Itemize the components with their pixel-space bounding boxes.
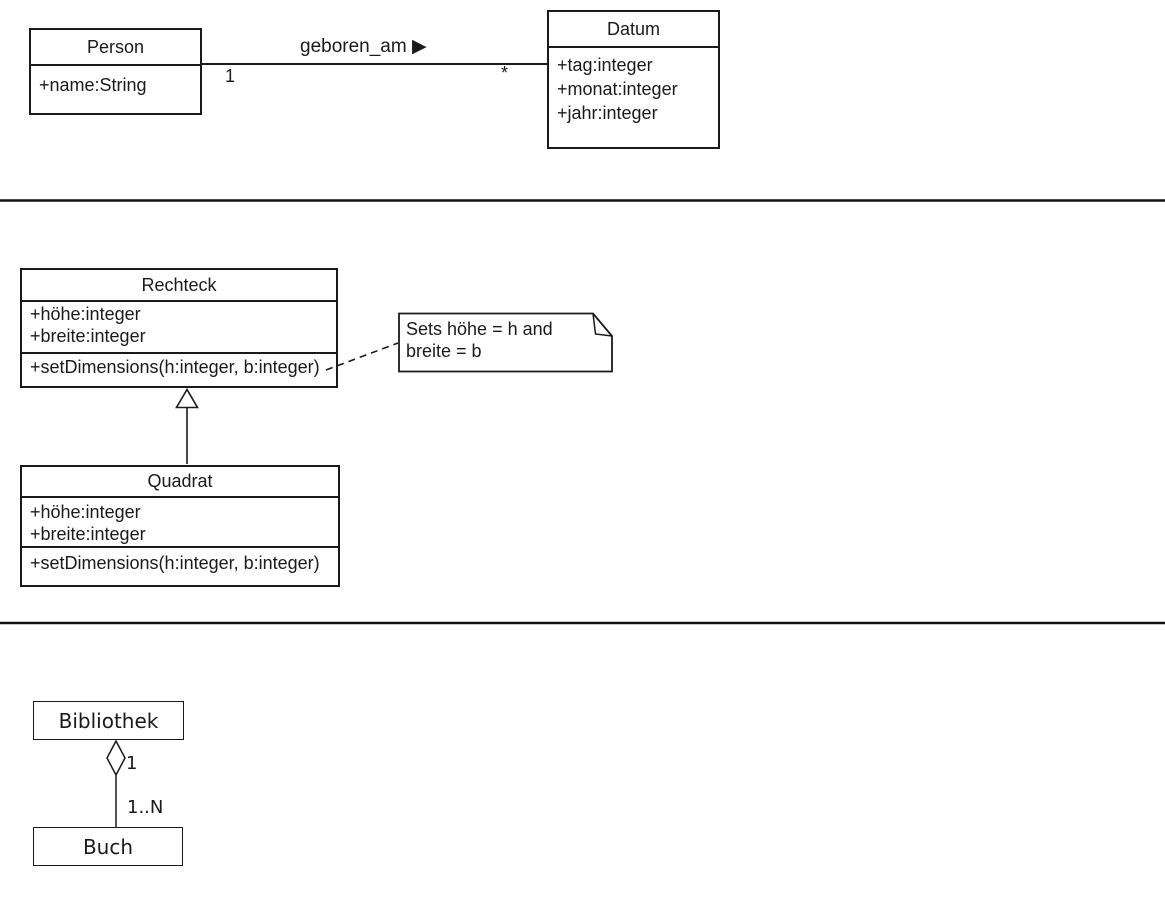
operation-line: +setDimensions(h:integer, b:integer): [30, 357, 320, 377]
attribute-line: +breite:integer: [30, 326, 146, 346]
class-box-buch: Buch: [33, 827, 183, 866]
note-text: Sets höhe = h and breite = b: [406, 318, 553, 362]
class-title-datum: Datum: [549, 12, 718, 48]
class-attributes-rechteck: +höhe:integer +breite:integer: [22, 302, 336, 354]
association-label-geboren-am: geboren_am ▶: [300, 36, 427, 57]
class-box-bibliothek: Bibliothek: [33, 701, 184, 740]
class-title-bibliothek: Bibliothek: [58, 708, 159, 733]
attribute-line: +name:String: [39, 75, 147, 95]
multiplicity-buch-end: 1..N: [127, 797, 164, 818]
class-box-datum: Datum +tag:integer +monat:integer +jahr:…: [547, 10, 720, 149]
class-title-person: Person: [31, 30, 200, 66]
note-line: Sets höhe = h and: [406, 319, 553, 339]
class-attributes-quadrat: +höhe:integer +breite:integer: [22, 498, 338, 548]
class-operations-quadrat: +setDimensions(h:integer, b:integer): [22, 548, 338, 574]
generalization-triangle-arrowhead: [175, 387, 199, 409]
class-title-quadrat: Quadrat: [22, 467, 338, 498]
aggregation-diamond: [106, 739, 126, 777]
attribute-line: +höhe:integer: [30, 304, 141, 324]
attribute-line: +monat:integer: [557, 79, 678, 99]
attribute-line: +jahr:integer: [557, 103, 658, 123]
class-title-rechteck: Rechteck: [22, 270, 336, 302]
note-line: breite = b: [406, 341, 482, 361]
class-box-rechteck: Rechteck +höhe:integer +breite:integer +…: [20, 268, 338, 388]
operation-line: +setDimensions(h:integer, b:integer): [30, 553, 320, 573]
multiplicity-person-end: 1: [225, 66, 236, 86]
class-box-person: Person +name:String: [29, 28, 202, 115]
note-fold-corner: [592, 313, 613, 337]
class-attributes-datum: +tag:integer +monat:integer +jahr:intege…: [549, 48, 718, 125]
attribute-line: +höhe:integer: [30, 502, 141, 522]
class-title-buch: Buch: [82, 834, 134, 859]
class-operations-rechteck: +setDimensions(h:integer, b:integer): [22, 354, 336, 378]
multiplicity-datum-end: *: [501, 63, 509, 83]
multiplicity-bibliothek-end: 1: [126, 753, 138, 774]
class-box-quadrat: Quadrat +höhe:integer +breite:integer +s…: [20, 465, 340, 587]
attribute-line: +tag:integer: [557, 55, 653, 75]
class-attributes-person: +name:String: [31, 66, 200, 96]
attribute-line: +breite:integer: [30, 524, 146, 544]
